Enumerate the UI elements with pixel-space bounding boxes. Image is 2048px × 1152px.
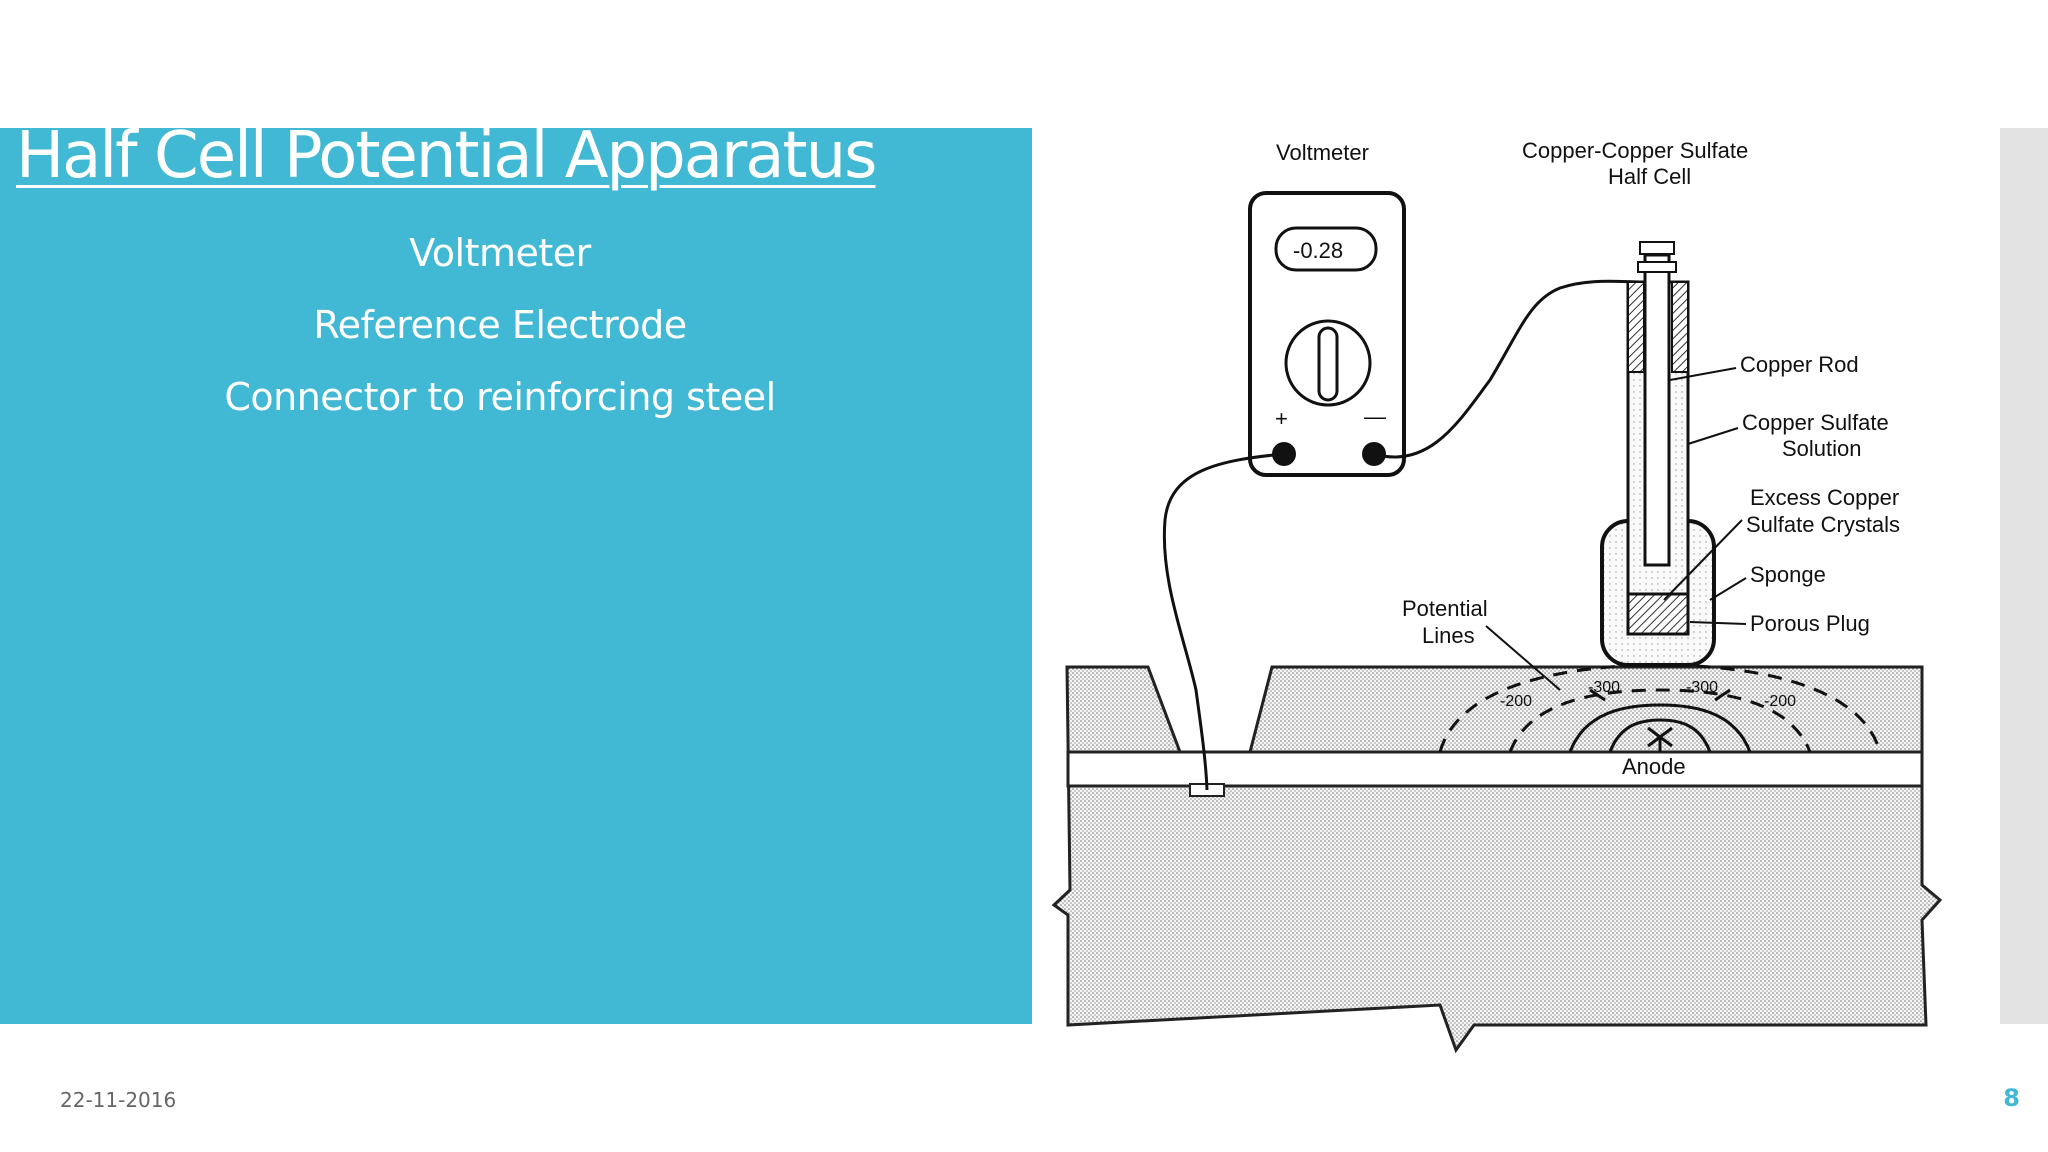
potential-lines-label-2: Lines bbox=[1422, 623, 1475, 648]
page-number: 8 bbox=[2003, 1084, 2020, 1112]
potential-lines-label-1: Potential bbox=[1402, 596, 1488, 621]
negative-wire bbox=[1373, 279, 1643, 459]
porous-plug-leader bbox=[1689, 621, 1747, 625]
potential-lines-leader bbox=[1485, 625, 1561, 691]
half-cell-diagram: Anode -200 -300 -300 -200 Potential Line… bbox=[1051, 138, 1943, 1054]
porous-plug-label: Porous Plug bbox=[1750, 611, 1870, 636]
bullet-connector: Connector to reinforcing steel bbox=[224, 375, 776, 419]
copper-sulfate-label-2: Solution bbox=[1782, 436, 1862, 461]
half-cell-label-2: Half Cell bbox=[1608, 164, 1691, 189]
bullet-reference-electrode: Reference Electrode bbox=[313, 303, 687, 347]
positive-sign: + bbox=[1275, 406, 1288, 431]
voltmeter-display bbox=[1274, 226, 1378, 272]
concrete-slab bbox=[1051, 665, 1943, 1054]
slide-title: Half Cell Potential Apparatus bbox=[16, 119, 877, 193]
anode-label: Anode bbox=[1622, 754, 1686, 779]
copper-rod-leader bbox=[1669, 367, 1737, 381]
voltmeter-dial-pointer bbox=[1317, 326, 1339, 402]
reinforcing-bar bbox=[1066, 750, 1924, 788]
crystals-label-2: Sulfate Crystals bbox=[1746, 512, 1900, 537]
footer-date: 22-11-2016 bbox=[60, 1088, 177, 1112]
terminal-nut-2 bbox=[1639, 241, 1675, 255]
side-strip bbox=[2000, 128, 2048, 1024]
bullet-voltmeter: Voltmeter bbox=[409, 231, 591, 275]
copper-sulfate-leader bbox=[1687, 427, 1739, 445]
half-cell-cap-left bbox=[1627, 281, 1645, 373]
contour-label-3: -300 bbox=[1686, 679, 1718, 696]
contour-label-2: -300 bbox=[1588, 679, 1620, 696]
title-panel bbox=[0, 128, 1032, 1024]
crystals-label-1: Excess Copper bbox=[1750, 485, 1899, 510]
copper-rod-label: Copper Rod bbox=[1740, 352, 1859, 377]
terminal-nut-1 bbox=[1637, 261, 1677, 273]
contour-label-4: -200 bbox=[1764, 693, 1796, 710]
negative-sign: — bbox=[1364, 404, 1386, 429]
sponge-label: Sponge bbox=[1750, 562, 1826, 587]
porous-plug bbox=[1626, 592, 1690, 636]
voltmeter-reading: -0.28 bbox=[1293, 238, 1343, 263]
bullet-list: Voltmeter Reference Electrode Connector … bbox=[0, 226, 1000, 442]
voltmeter-label: Voltmeter bbox=[1276, 140, 1369, 165]
copper-rod bbox=[1643, 253, 1671, 567]
copper-sulfate-label-1: Copper Sulfate bbox=[1742, 410, 1889, 435]
positive-wire bbox=[1162, 452, 1285, 791]
half-cell-cap-right bbox=[1671, 281, 1689, 373]
crystals-leader bbox=[1663, 519, 1743, 601]
half-cell-label-1: Copper-Copper Sulfate bbox=[1522, 138, 1748, 163]
contour-label-1: -200 bbox=[1500, 693, 1532, 710]
potential-arrows bbox=[1568, 688, 1752, 753]
sponge-leader bbox=[1709, 577, 1747, 601]
